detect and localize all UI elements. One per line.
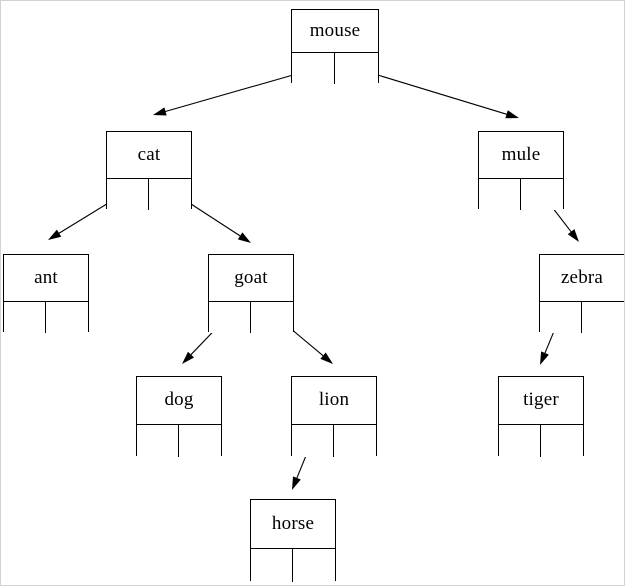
arrowhead-icon — [182, 351, 195, 364]
arrowhead-icon — [292, 476, 301, 490]
right-pointer-cell[interactable] — [46, 302, 88, 333]
tree-node-pointers — [209, 301, 293, 333]
tree-node-ant[interactable]: ant — [3, 254, 89, 333]
tree-node-label: ant — [34, 266, 58, 288]
tree-node-label: mule — [501, 143, 541, 165]
right-pointer-cell[interactable] — [335, 53, 378, 84]
tree-node-label: lion — [318, 389, 350, 410]
tree-node-mouse[interactable]: mouse — [291, 9, 379, 84]
tree-node-horse[interactable]: horse — [250, 499, 336, 582]
left-pointer-cell[interactable] — [209, 302, 251, 333]
tree-node-pointers — [137, 424, 221, 457]
tree-node-pointers — [107, 178, 191, 210]
right-pointer-cell[interactable] — [582, 302, 624, 333]
left-pointer-cell[interactable] — [479, 179, 521, 210]
right-pointer-cell[interactable] — [293, 549, 335, 582]
right-pointer-cell[interactable] — [334, 425, 376, 457]
edge-mouse-to-mule — [357, 68, 519, 119]
tree-node-pointers — [540, 301, 624, 333]
tree-node-label: zebra — [560, 266, 604, 288]
right-pointer-cell[interactable] — [179, 425, 221, 457]
right-pointer-cell[interactable] — [149, 179, 191, 210]
left-pointer-cell[interactable] — [137, 425, 179, 457]
left-pointer-cell[interactable] — [292, 425, 334, 457]
left-pointer-cell[interactable] — [4, 302, 46, 333]
tree-node-pointers — [4, 301, 88, 333]
tree-node-mule[interactable]: mule — [478, 131, 564, 210]
arrowhead-icon — [153, 107, 167, 116]
left-pointer-cell[interactable] — [499, 425, 541, 457]
edge-mouse-to-cat — [153, 68, 315, 116]
arrowhead-icon — [320, 352, 333, 364]
right-pointer-cell[interactable] — [521, 179, 563, 210]
arrowhead-icon — [237, 232, 251, 243]
right-pointer-cell[interactable] — [541, 425, 583, 457]
tree-node-pointers — [251, 548, 335, 582]
tree-node-label: horse — [271, 512, 315, 534]
arrowhead-icon — [540, 351, 549, 365]
left-pointer-cell[interactable] — [251, 549, 293, 582]
left-pointer-cell[interactable] — [107, 179, 149, 210]
arrowhead-icon — [567, 229, 579, 242]
tree-node-pointers — [499, 424, 583, 457]
tree-node-dog[interactable]: dog — [136, 376, 222, 457]
edge-line — [357, 68, 509, 116]
arrowhead-icon — [505, 110, 519, 119]
tree-node-pointers — [292, 424, 376, 457]
tree-node-label: cat — [137, 143, 161, 165]
tree-node-lion[interactable]: lion — [291, 376, 377, 457]
tree-node-pointers — [292, 52, 378, 84]
tree-node-label: mouse — [309, 19, 361, 41]
tree-node-label: dog — [164, 389, 194, 410]
tree-node-zebra[interactable]: zebra — [539, 254, 624, 333]
tree-node-label: tiger — [523, 389, 559, 410]
left-pointer-cell[interactable] — [292, 53, 335, 84]
right-pointer-cell[interactable] — [251, 302, 293, 333]
arrowhead-icon — [48, 229, 62, 240]
left-pointer-cell[interactable] — [540, 302, 582, 333]
tree-node-pointers — [479, 178, 563, 210]
tree-node-goat[interactable]: goat — [208, 254, 294, 333]
tree-node-cat[interactable]: cat — [106, 131, 192, 210]
tree-node-label: goat — [234, 266, 268, 288]
tree-node-tiger[interactable]: tiger — [498, 376, 584, 457]
